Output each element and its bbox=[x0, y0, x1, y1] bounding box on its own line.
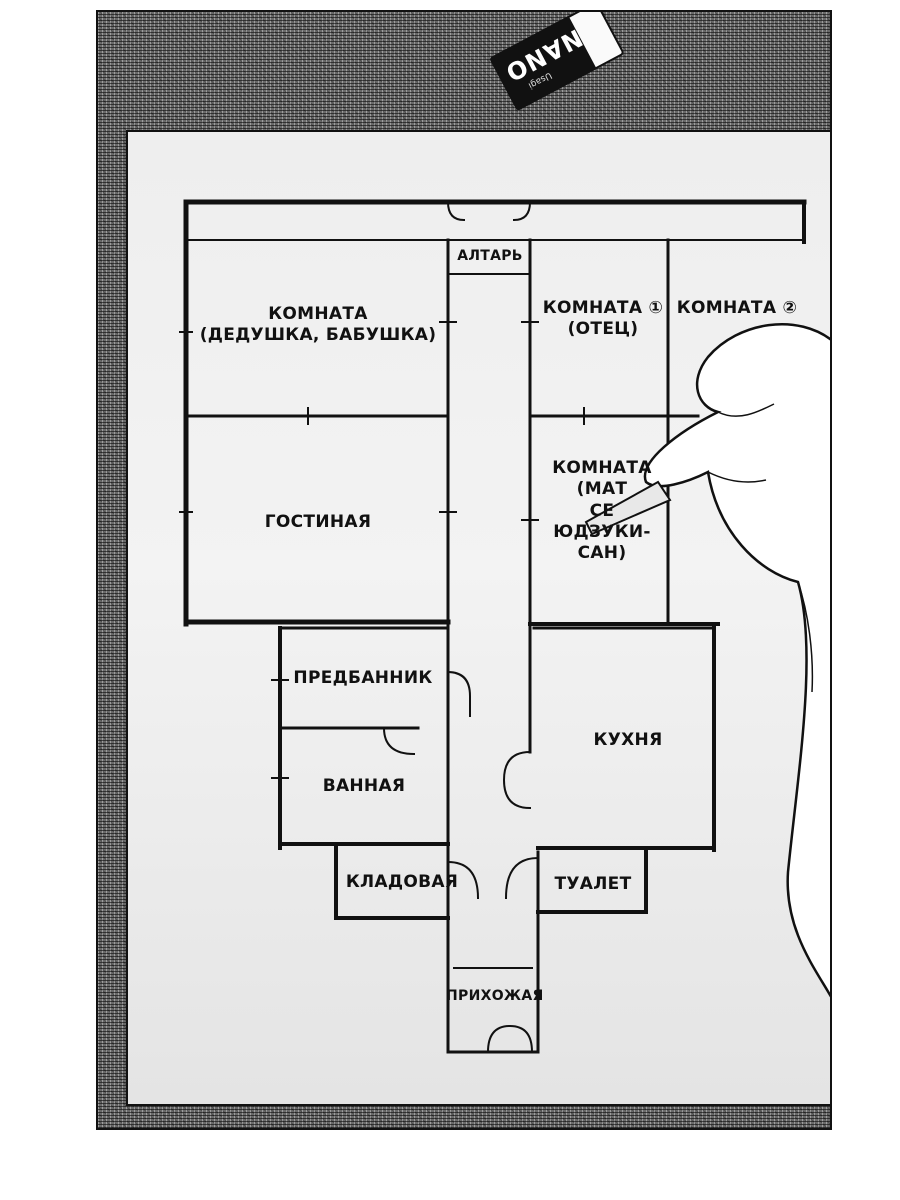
floor-plan-walls bbox=[179, 199, 807, 1054]
manga-panel: NANO Usagi bbox=[96, 10, 832, 1130]
room-label-grandparents: КОМНАТА (ДЕДУШКА, БАБУШКА) bbox=[199, 304, 437, 346]
room-label-mother: КОМНАТА (МАТ СЕ ЮДЗУКИ- САН) bbox=[552, 458, 652, 563]
room-label-anteroom: ПРЕДБАННИК bbox=[293, 668, 433, 688]
pen-shape bbox=[584, 480, 672, 536]
door-kitchen bbox=[502, 750, 532, 810]
room-label-bathroom: ВАННАЯ bbox=[322, 776, 406, 796]
hand-with-pen-icon bbox=[584, 323, 830, 998]
room-label-room1: КОМНАТА ① (ОТЕЦ) bbox=[542, 298, 664, 340]
door-top-right bbox=[512, 200, 532, 222]
room-label-kitchen: КУХНЯ bbox=[593, 730, 663, 750]
door-anteroom bbox=[446, 670, 471, 717]
room-label-toilet: ТУАЛЕТ bbox=[554, 874, 632, 894]
room-label-hallway: ПРИХОЖАЯ bbox=[446, 988, 544, 1004]
door-pantry bbox=[446, 860, 480, 900]
room-label-pantry: КЛАДОВАЯ bbox=[345, 872, 459, 892]
door-toilet bbox=[504, 856, 540, 900]
floor-plan-paper bbox=[126, 130, 830, 1106]
room-label-altar: АЛТАРЬ bbox=[457, 248, 523, 264]
room-label-room2: КОМНАТА ② bbox=[676, 298, 798, 318]
door-top-left bbox=[446, 200, 466, 222]
room-label-living: ГОСТИНАЯ bbox=[264, 512, 372, 532]
door-bath bbox=[382, 726, 416, 756]
hand-shape bbox=[643, 323, 830, 998]
door-entrance bbox=[486, 1024, 534, 1054]
